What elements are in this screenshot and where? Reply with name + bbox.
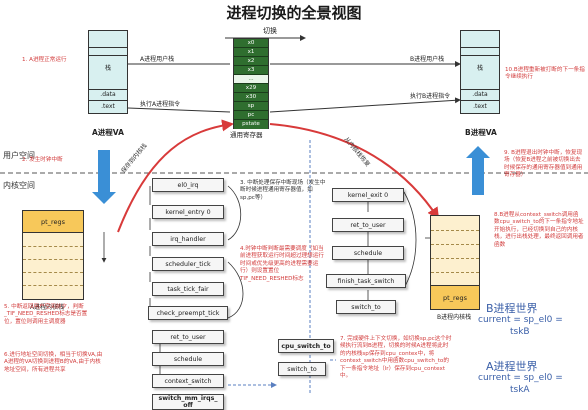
note-1: 1. A进程正常运行 bbox=[22, 57, 67, 63]
note-7: 7. 完成硬件上下文切换，如切换sp,pc这个时候执行流到B进程，切换的时候A进… bbox=[340, 336, 452, 380]
reg-x30: x30 bbox=[234, 93, 268, 102]
a-va-row2 bbox=[89, 47, 127, 56]
switch-label: 切换 bbox=[263, 27, 277, 35]
a-kstack-caption: A进程内核栈 bbox=[30, 304, 65, 311]
flow-irq-handler: irq_handler bbox=[152, 232, 224, 246]
a-pt-regs: pt_regs bbox=[23, 211, 83, 233]
b-stack-label: 栈 bbox=[476, 65, 483, 72]
reg-pstate: pstate bbox=[234, 120, 268, 129]
reg-x1: x1 bbox=[234, 48, 268, 57]
flow-switch-mm-irqs-off: switch_mm_irqs_ off bbox=[152, 394, 224, 410]
b-world-title: B进程世界 bbox=[486, 302, 538, 315]
flow-schedule: schedule bbox=[152, 352, 224, 366]
switch-mm-line2: off bbox=[183, 402, 193, 409]
b-va-box: 栈 .data .text bbox=[460, 30, 500, 114]
note-6: 6.进行地址空间切换，相当于切换VA,由A进程的VA切换到进程B的VA,由于内核… bbox=[4, 352, 103, 373]
a-instr-arrow-label: 执行A进程指令 bbox=[140, 101, 181, 108]
flow-kernel-entry: kernel_entry 0 bbox=[152, 205, 224, 219]
restore-red-curve bbox=[269, 123, 440, 220]
a-world-formula-1: current = sp_el0 = bbox=[478, 373, 563, 383]
regs-caption: 通用寄存器 bbox=[230, 131, 263, 139]
reg-pc: pc bbox=[234, 111, 268, 120]
b-flow-kernel-exit: kernel_exit 0 bbox=[332, 188, 404, 202]
a-va-title: A进程VA bbox=[92, 128, 124, 137]
reg-ellipsis: ... bbox=[234, 75, 268, 84]
flow-check-preempt-tick: check_preempt_tick bbox=[148, 306, 228, 320]
b-va-title: B进程VA bbox=[465, 128, 497, 137]
note-8: 8.B进程从context_switch调用函数cpu_switch_to的下一… bbox=[494, 212, 584, 248]
b-user-stack-arrow-label: B进程用户栈 bbox=[410, 56, 445, 63]
a-world-formula-2: tskA bbox=[510, 385, 530, 395]
flow-bracket-a bbox=[227, 185, 244, 319]
flow-task-tick-fair: task_tick_fair bbox=[152, 282, 224, 296]
reg-x3: x3 bbox=[234, 66, 268, 75]
a-irq-blue-arrow bbox=[92, 150, 116, 204]
a-instr-arrow bbox=[122, 104, 231, 113]
save-red-curve bbox=[117, 119, 234, 233]
kernel-space-label: 内核空间 bbox=[3, 181, 35, 190]
flow-cpu-switch-to: cpu_switch_to bbox=[278, 339, 334, 353]
b-flow-switch-to: switch_to bbox=[336, 300, 396, 314]
b-flow-schedule: schedule bbox=[332, 246, 404, 260]
note-3: 3. 中断处理保存中断现场（发生中断时候进程通用寄存器值，如sp,pc等） bbox=[240, 180, 326, 201]
b-kernel-stack: pt_regs bbox=[430, 215, 480, 310]
note-2: 2. 发生时钟中断 bbox=[22, 157, 63, 163]
b-world-formula-1: current = sp_el0 = bbox=[478, 315, 563, 325]
flow-bracket-b bbox=[403, 191, 417, 289]
note-5: 5. 中断返回用户空间前夕，判断_TIF_NEED_RESHED标志是否置位，置… bbox=[4, 304, 88, 325]
general-registers: x0 x1 x2 x3 ... x29 x30 sp pc pstate bbox=[233, 38, 269, 129]
reg-x2: x2 bbox=[234, 57, 268, 66]
b-world-formula-2: tskB bbox=[510, 327, 530, 337]
switch-mm-line1: switch_mm_irqs_ bbox=[158, 395, 218, 402]
a-va-top bbox=[89, 31, 127, 48]
b-return-blue-arrow bbox=[466, 146, 490, 195]
note-4: 4.时钟中断判断最需要调度（如当前进程获取运行时间超过理想运行时间或优先级更高的… bbox=[240, 246, 324, 282]
flow-scheduler-tick: scheduler_tick bbox=[152, 257, 224, 271]
user-space-label: 用户空间 bbox=[3, 151, 35, 160]
b-text-label: .text bbox=[473, 103, 487, 110]
note-9: 9. B进程退出时钟中断，恢复现场（恢复B进程之前被切换出去时候保存的通用寄存器… bbox=[504, 150, 583, 179]
b-instr-arrow bbox=[269, 97, 461, 113]
a-stack-label: 栈 bbox=[104, 65, 111, 72]
a-user-stack-arrow-label: A进程用户栈 bbox=[140, 56, 175, 63]
b-data-label: .data bbox=[472, 91, 488, 98]
flow-switch-to: switch_to bbox=[278, 362, 326, 376]
b-instr-arrow-label: 执行B进程指令 bbox=[410, 93, 451, 100]
a-text-label: .text bbox=[101, 103, 115, 110]
a-data-label: .data bbox=[100, 91, 116, 98]
b-flow-ret-to-user: ret_to_user bbox=[332, 218, 404, 232]
flow-el0-irq: el0_irq bbox=[152, 178, 224, 192]
reg-x29: x29 bbox=[234, 84, 268, 93]
b-pt-regs: pt_regs bbox=[431, 285, 479, 309]
a-world-title: A进程世界 bbox=[486, 360, 538, 373]
note-10: 10.B进程重新被打断的下一条指令继续执行 bbox=[505, 67, 585, 81]
a-va-box: 栈 .data .text bbox=[88, 30, 128, 114]
b-kstack-caption: B进程内核栈 bbox=[437, 314, 472, 321]
flow-context-switch: context_switch bbox=[152, 374, 224, 388]
page-title: 进程切换的全景视图 bbox=[226, 4, 362, 22]
reg-sp: sp bbox=[234, 102, 268, 111]
flow-ret-to-user: ret_to_user bbox=[152, 330, 224, 344]
reg-x0: x0 bbox=[234, 39, 268, 48]
a-kernel-stack: pt_regs bbox=[22, 210, 84, 300]
b-flow-finish-task-switch: finish_task_switch bbox=[326, 274, 406, 288]
